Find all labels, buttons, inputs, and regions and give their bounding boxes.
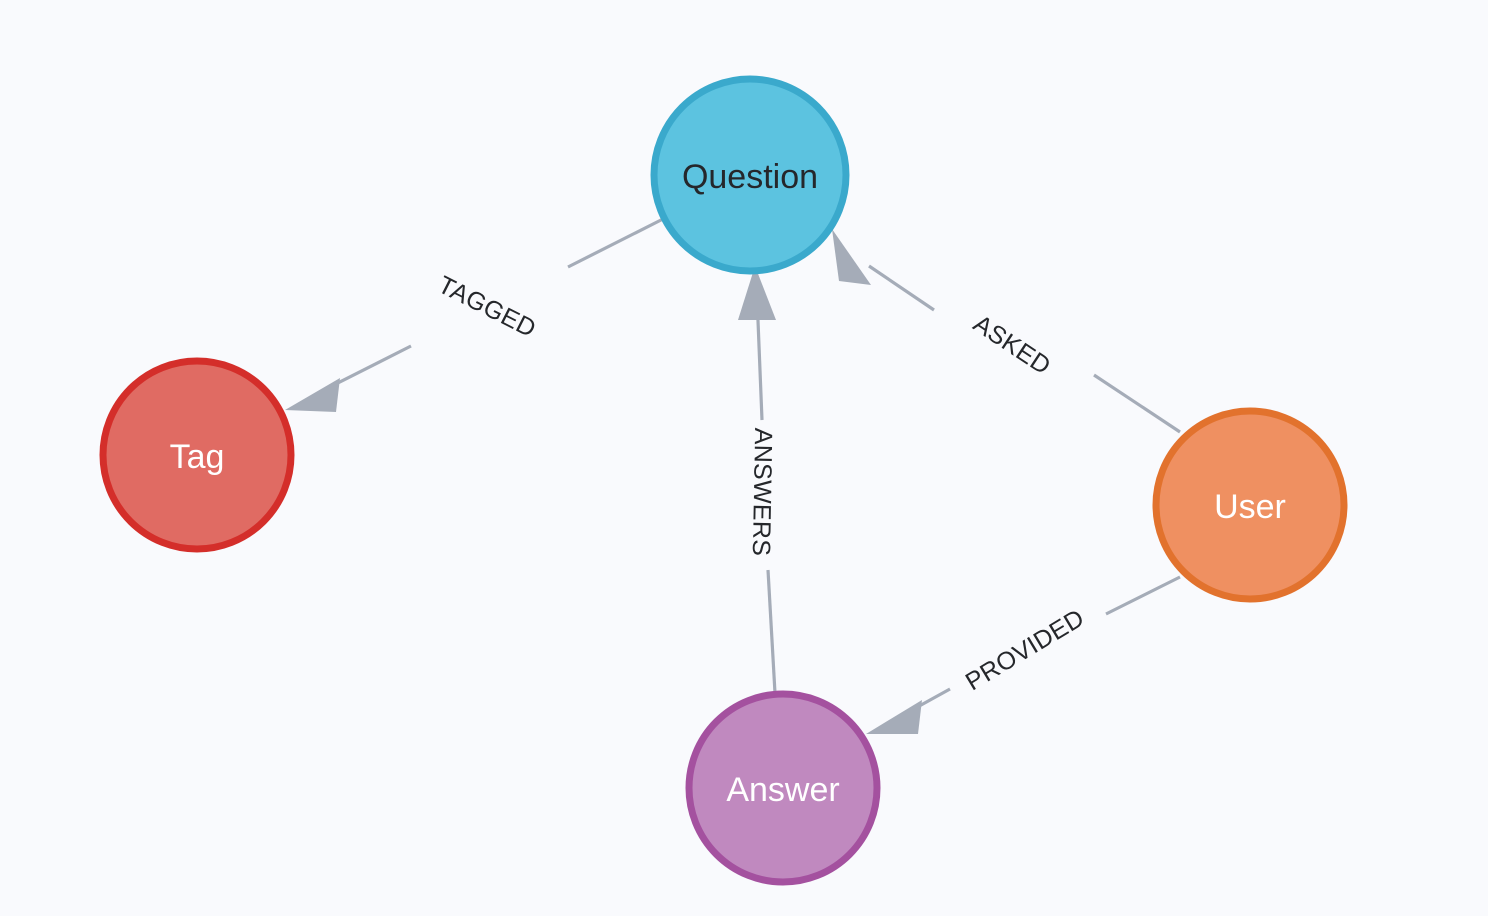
edge-asked-label: ASKED	[968, 310, 1055, 381]
edge-tagged-line-a	[567, 217, 664, 269]
edge-provided-arrowhead	[866, 700, 922, 734]
node-user-circle[interactable]	[1152, 407, 1348, 603]
edge-tagged[interactable]: TAGGED	[285, 217, 664, 412]
node-answer-circle[interactable]	[685, 690, 881, 886]
nodes-layer: Question Tag User Answer	[99, 75, 1348, 886]
edge-tagged-arrowhead	[285, 378, 340, 412]
edge-answers-label: ANSWERS	[747, 428, 777, 557]
edge-provided[interactable]: PROVIDED	[866, 575, 1181, 734]
edge-asked-line-a	[1093, 373, 1181, 434]
node-question-label: Question	[682, 158, 818, 196]
node-tag[interactable]: Tag	[99, 357, 295, 553]
edge-asked-line-b	[868, 264, 935, 312]
node-answer-label: Answer	[726, 771, 839, 809]
node-tag-circle[interactable]	[99, 357, 295, 553]
node-user[interactable]: User	[1152, 407, 1348, 603]
node-answer[interactable]: Answer	[685, 690, 881, 886]
edge-provided-line-a	[1105, 575, 1181, 616]
edge-answers-line-a	[766, 569, 777, 694]
node-user-label: User	[1214, 488, 1286, 526]
edge-answers[interactable]: ANSWERS	[738, 266, 777, 694]
edges-layer: TAGGED ASKED ANSWERS PROVIDED	[285, 217, 1181, 734]
node-question-circle[interactable]	[650, 75, 850, 275]
edge-asked[interactable]: ASKED	[832, 229, 1181, 434]
edge-provided-label: PROVIDED	[961, 604, 1089, 696]
node-question[interactable]: Question	[650, 75, 850, 275]
edge-tagged-label: TAGGED	[434, 271, 541, 344]
edge-asked-arrowhead	[832, 229, 871, 285]
node-tag-label: Tag	[170, 438, 225, 476]
edge-answers-arrowhead	[738, 266, 776, 320]
